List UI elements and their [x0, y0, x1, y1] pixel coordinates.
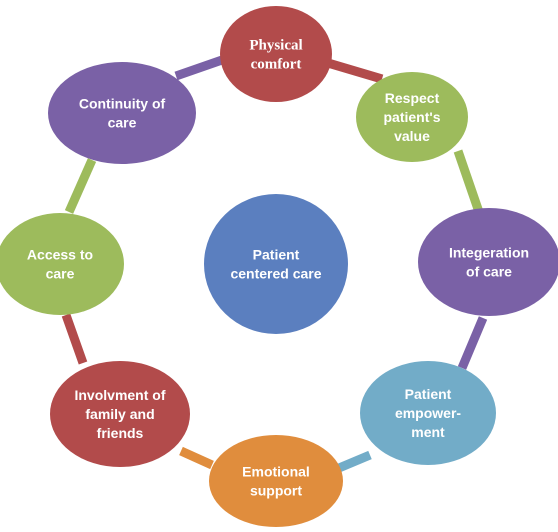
connector-access-to-continuity — [64, 158, 97, 214]
node-shape — [220, 6, 332, 102]
node-label-line: centered care — [230, 266, 321, 282]
node-layer: Patient centered care Physical comfortRespe… — [0, 6, 558, 527]
node-shape — [48, 62, 196, 164]
node-shape — [209, 435, 343, 527]
node-shape — [0, 213, 124, 315]
node-label-line: Integeration — [449, 245, 529, 261]
node-label-line: ment — [411, 424, 445, 440]
connector-empowerment-to-emotional — [337, 450, 372, 473]
node-integration-of-care: Integeration of care — [418, 208, 558, 316]
node-label-line: Patient — [405, 386, 452, 402]
node-shape — [356, 72, 468, 162]
center-node-patient-centered-care: Patient centered care — [204, 194, 348, 334]
node-shape — [50, 361, 190, 467]
connector-physical-to-respect — [326, 58, 384, 84]
node-label-line: Involvment of — [74, 387, 165, 403]
node-involvement-of-family-and-friends: Involvment of family and friends — [50, 361, 190, 467]
node-patient-empowerment: Patient empower-ment — [360, 361, 496, 465]
node-label-line: of care — [466, 264, 512, 280]
node-physical-comfort: Physical comfort — [220, 6, 332, 102]
node-label-line: empower- — [395, 405, 461, 421]
center-node-shape — [204, 194, 348, 334]
node-shape — [360, 361, 496, 465]
node-label-line: Respect — [385, 90, 440, 106]
node-label-line: care — [46, 266, 75, 282]
node-label-line: value — [394, 128, 430, 144]
node-label-line: patient's — [383, 109, 440, 125]
node-label-line: care — [108, 115, 137, 131]
connector-emotional-to-family — [179, 446, 214, 470]
node-label-line: Patient — [253, 247, 300, 263]
node-respect-patients-value: Respect patient's value — [356, 72, 468, 162]
node-access-to-care: Access to care — [0, 213, 124, 315]
node-label-line: support — [250, 483, 302, 499]
node-label-line: Access to — [27, 247, 93, 263]
node-label-line: Emotional — [242, 464, 310, 480]
node-label-line: comfort — [251, 57, 302, 73]
connector-continuity-to-physical — [174, 55, 224, 81]
connector-integration-to-empowerment — [457, 316, 488, 370]
connector-layer — [61, 55, 488, 473]
node-label-line: Continuity of — [79, 96, 166, 112]
node-emotional-support: Emotional support — [209, 435, 343, 527]
node-label-line: Physical — [249, 38, 302, 54]
node-label-line: family and — [85, 406, 154, 422]
connector-respect-to-integration — [453, 149, 484, 214]
node-continuity-of-care: Continuity of care — [48, 62, 196, 164]
connector-family-to-access — [61, 313, 88, 365]
node-shape — [418, 208, 558, 316]
node-label-line: friends — [97, 425, 144, 441]
